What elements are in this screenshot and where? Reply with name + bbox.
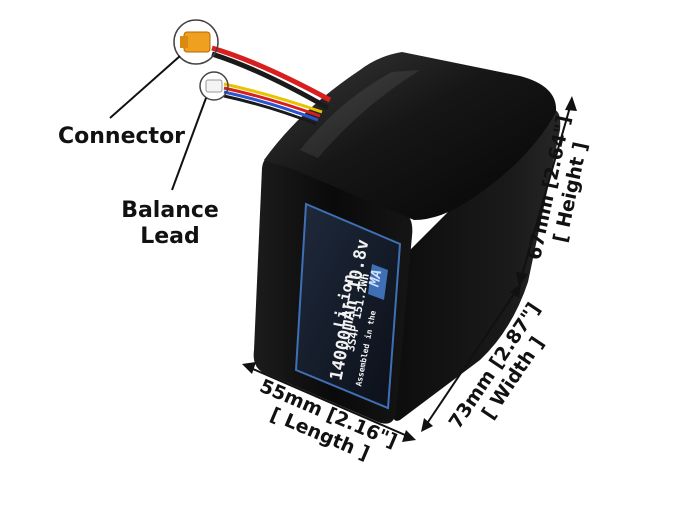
label-panel bbox=[294, 202, 402, 410]
wires bbox=[211, 45, 332, 126]
height-arrow bbox=[519, 99, 573, 283]
connector-callout: Connector bbox=[58, 124, 185, 150]
lead-text: Lead bbox=[140, 224, 200, 249]
length-arrow bbox=[245, 365, 413, 439]
logo-mark bbox=[368, 264, 388, 300]
battery-top-face bbox=[264, 52, 557, 220]
connector-text: Connector bbox=[58, 124, 186, 149]
dimension-arrows bbox=[242, 96, 577, 442]
balance-callout-circle bbox=[199, 71, 229, 101]
connector-leader-line bbox=[109, 55, 181, 119]
battery-label bbox=[294, 202, 402, 410]
balance-lead-callout: Balance Lead bbox=[120, 198, 220, 250]
balance-leader-line bbox=[171, 97, 207, 191]
width-arrow bbox=[423, 287, 519, 429]
balance-lead-plug bbox=[199, 71, 229, 101]
battery-side-face bbox=[392, 110, 561, 421]
xt-connector bbox=[173, 19, 219, 65]
top-highlight bbox=[300, 70, 420, 158]
balance-text: Balance bbox=[121, 198, 219, 223]
connector-callout-circle bbox=[173, 19, 219, 65]
